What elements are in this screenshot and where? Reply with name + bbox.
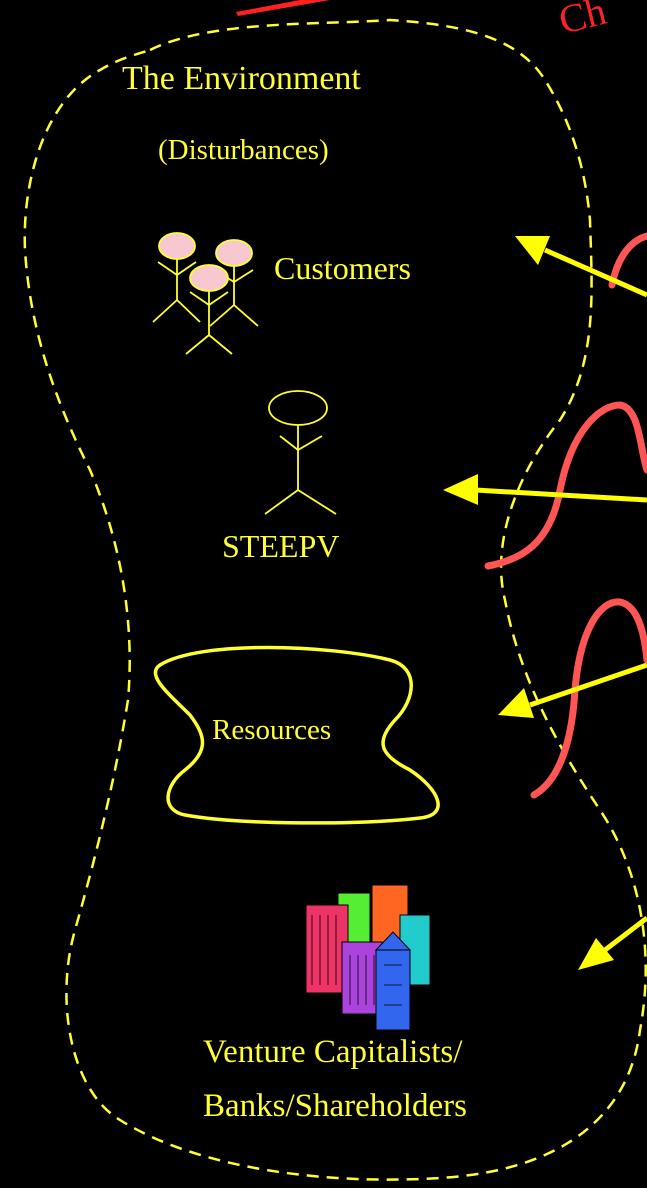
steepv-person-icon bbox=[264, 390, 337, 515]
customers-icon bbox=[152, 232, 259, 355]
environment-title: The Environment bbox=[122, 60, 361, 97]
arrow-steepv bbox=[474, 487, 647, 503]
financiers-label-line1: Venture Capitalists/ bbox=[203, 1034, 463, 1070]
resources-blob bbox=[153, 645, 440, 825]
arrow-resources bbox=[529, 662, 647, 708]
arrow-customers bbox=[543, 247, 647, 298]
wave-middle bbox=[484, 401, 647, 570]
red-bar bbox=[236, 0, 330, 16]
customers-label: Customers bbox=[274, 250, 411, 286]
influence-arrows bbox=[443, 236, 647, 970]
arrow-financiers bbox=[603, 916, 647, 952]
wave-top bbox=[608, 232, 647, 289]
environment-subtitle: (Disturbances) bbox=[158, 134, 329, 166]
environment-boundary bbox=[23, 18, 647, 1181]
wave-lower bbox=[530, 598, 647, 799]
financiers-label-line2: Banks/Shareholders bbox=[203, 1088, 467, 1124]
disturbance-waves bbox=[484, 232, 647, 799]
steepv-label: STEEPV bbox=[222, 528, 340, 564]
buildings-icon bbox=[305, 884, 431, 1031]
resources-label: Resources bbox=[212, 714, 332, 746]
